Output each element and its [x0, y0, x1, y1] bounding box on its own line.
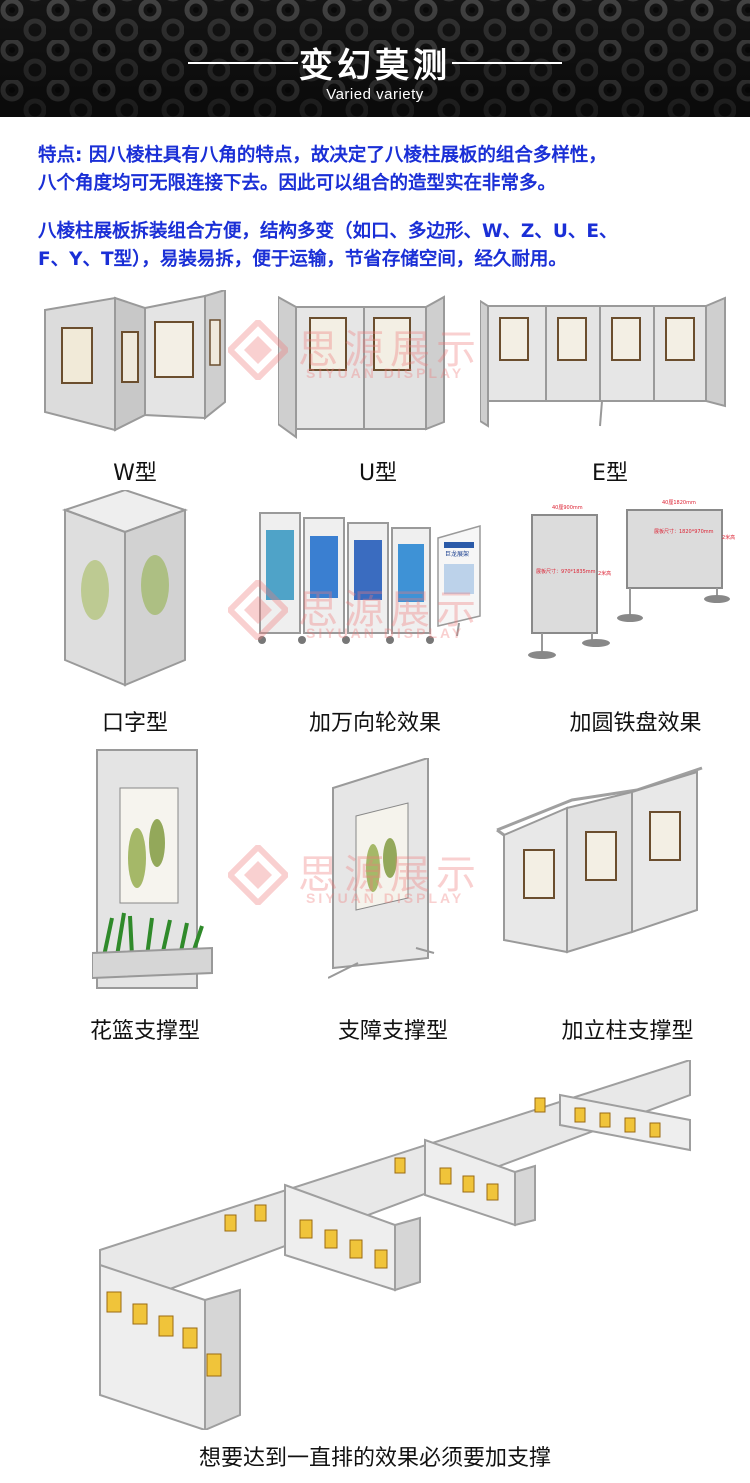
caption-e-type: E型	[592, 461, 628, 486]
watermark-1: 思源展示 SIYUAN DISPLAY	[228, 315, 528, 385]
disc-label-right-top: 40厘1820mm	[662, 500, 696, 506]
intro-assembly: 八棱柱展板拆装组合方便，结构多变（如口、多边形、W、Z、U、E、 F、Y、T型）…	[38, 218, 738, 274]
disc-label-left-mid: 展板尺寸：970*1835mm	[536, 568, 596, 575]
intro-line-4: F、Y、T型），易装易拆，便于运输，节省存储空间，经久耐用。	[38, 249, 567, 270]
disc-type-image: 40厘900mm 展板尺寸：970*1835mm 2米高 40厘1820mm 展…	[522, 495, 747, 665]
banner-title: 巨龙展架	[445, 550, 469, 558]
disc-label-left-top: 40厘900mm	[552, 505, 583, 511]
pillar-type-image	[492, 760, 712, 960]
siyuan-logo-icon	[228, 320, 288, 380]
honeycomb-pattern	[0, 0, 750, 117]
intro-line-1: 特点: 因八棱柱具有八角的特点，故决定了八棱柱展板的组合多样性，	[38, 145, 607, 166]
page-title: 变幻莫测	[299, 46, 451, 86]
title-line-right	[452, 62, 562, 64]
siyuan-logo-icon	[228, 845, 288, 905]
caption-kou-type: 口字型	[101, 711, 168, 736]
caption-barrier-type: 支障支撑型	[337, 1019, 448, 1044]
long-layout-image	[95, 1060, 695, 1430]
kou-type-image	[60, 490, 190, 690]
watermark-3: 思源展示 SIYUAN DISPLAY	[228, 840, 528, 910]
wheel-type-image: 巨龙展架	[252, 508, 492, 653]
caption-basket-type: 花篮支撑型	[89, 1019, 200, 1044]
disc-label-right-side: 2米高	[722, 534, 735, 541]
intro-line-2: 八个角度均可无限连接下去。因此可以组合的造型实在非常多。	[38, 173, 557, 194]
intro-features: 特点: 因八棱柱具有八角的特点，故决定了八棱柱展板的组合多样性， 八个角度均可无…	[38, 142, 738, 198]
bottom-caption: 想要达到一直排的效果必须要加支撑	[198, 1446, 551, 1471]
caption-pillar-type: 加立柱支撑型	[561, 1019, 694, 1044]
header-banner: 变幻莫测 Varied variety	[0, 0, 750, 117]
caption-u-type: U型	[358, 461, 398, 486]
w-type-image	[40, 290, 230, 445]
caption-disc-type: 加圆铁盘效果	[569, 711, 702, 736]
caption-w-type: W型	[113, 461, 157, 486]
intro-line-3: 八棱柱展板拆装组合方便，结构多变（如口、多边形、W、Z、U、E、	[38, 221, 618, 242]
u-type-image	[278, 292, 448, 442]
disc-label-left-side: 2米高	[598, 570, 611, 577]
barrier-type-image	[328, 758, 438, 983]
watermark-2: 思源展示 SIYUAN DISPLAY	[228, 575, 528, 645]
e-type-image	[480, 296, 730, 436]
page-subtitle: Varied variety	[326, 86, 424, 103]
basket-type-image	[92, 748, 222, 998]
siyuan-logo-icon	[228, 580, 288, 640]
caption-wheel-type: 加万向轮效果	[308, 711, 441, 736]
title-line-left	[188, 62, 298, 64]
disc-label-right-mid: 展板尺寸：1820*970mm	[654, 528, 714, 535]
